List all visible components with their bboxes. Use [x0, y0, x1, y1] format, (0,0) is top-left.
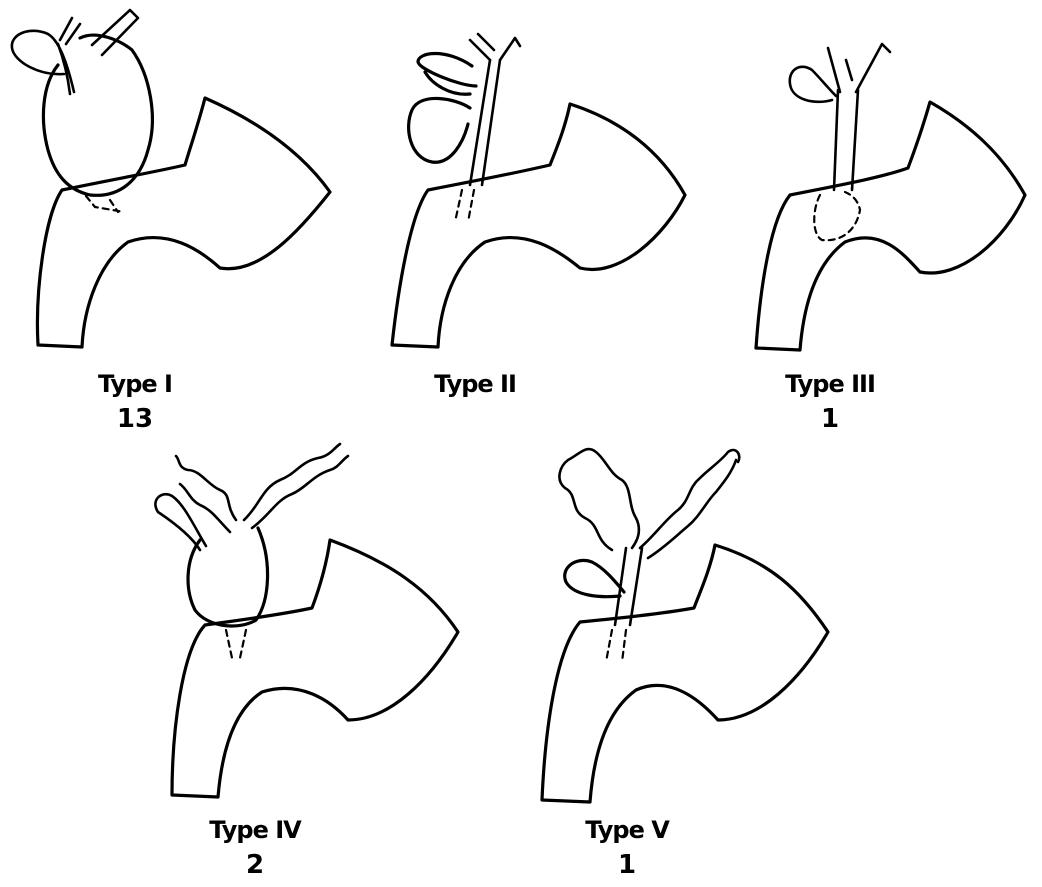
common-bile-duct	[470, 60, 500, 185]
type-5-caption: Type V 1	[552, 818, 702, 878]
type-5-count: 1	[552, 852, 702, 878]
type-3-caption: Type III 1	[755, 372, 905, 432]
left-hepatic-duct	[60, 18, 80, 44]
type-1-caption: Type I 13	[60, 372, 210, 432]
hepatic-ducts	[470, 34, 520, 60]
panel-type-4-drawing	[155, 444, 458, 797]
gallbladder	[790, 67, 836, 102]
intramural-duct	[455, 190, 474, 222]
intrahepatic-cysts-right	[640, 450, 739, 558]
type-5-label: Type V	[552, 818, 702, 842]
panel-type-5-drawing	[542, 449, 828, 802]
type-4-caption: Type IV 2	[180, 818, 330, 878]
panel-type-3-drawing	[756, 44, 1025, 350]
panel-type-2-drawing	[392, 34, 685, 347]
duodenum	[37, 98, 330, 347]
gallbladder	[565, 560, 624, 596]
duodenum	[756, 102, 1025, 350]
intrahepatic-cysts-left	[559, 449, 639, 550]
intramural-duct	[606, 630, 626, 662]
hepatic-ducts	[828, 44, 890, 92]
intramural-duct	[86, 196, 124, 212]
intramural-duct	[226, 630, 246, 658]
type-4-label: Type IV	[180, 818, 330, 842]
type-2-caption: Type II	[400, 372, 550, 396]
common-bile-duct	[834, 90, 858, 190]
type-1-label: Type I	[60, 372, 210, 396]
cyst	[188, 528, 268, 626]
choledochocele	[814, 192, 860, 240]
type-3-count: 1	[755, 406, 905, 432]
type-1-count: 13	[60, 406, 210, 432]
gallbladder	[409, 98, 470, 162]
type-4-count: 2	[180, 852, 330, 878]
type-3-label: Type III	[755, 372, 905, 396]
panel-type-1-drawing	[12, 10, 330, 347]
intrahepatic-ducts-right	[244, 444, 348, 528]
cyst	[43, 35, 152, 195]
type-2-label: Type II	[400, 372, 550, 396]
duodenum	[172, 540, 458, 797]
gallbladder	[12, 31, 74, 94]
duodenum	[392, 104, 685, 347]
intrahepatic-ducts-left	[176, 456, 236, 532]
duodenum	[542, 545, 828, 802]
diverticulum	[418, 54, 476, 95]
